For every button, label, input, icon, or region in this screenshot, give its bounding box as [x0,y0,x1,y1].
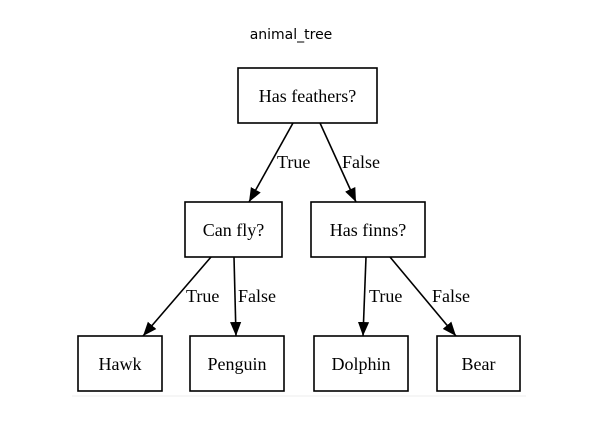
edge-label: True [277,152,310,172]
node-label: Dolphin [331,354,390,374]
edge-root-false [319,122,357,203]
diagram-title: animal_tree [250,27,333,43]
node-hawk: Hawk [77,335,163,392]
node-label: Has finns? [330,220,406,240]
node-can-fly: Can fly? [184,201,283,258]
edge-finns-false [389,256,457,337]
edge-canfly-false [230,256,242,337]
edge-label: True [186,286,219,306]
edge-canfly-true [142,256,212,337]
node-has-finns: Has finns? [310,201,426,258]
node-label: Penguin [207,354,266,374]
edge-finns-true [357,256,370,337]
node-label: Hawk [99,354,142,374]
edge-label: True [369,286,402,306]
edge-label: False [238,286,276,306]
edge-label: False [432,286,470,306]
node-bear: Bear [436,335,521,392]
node-has-feathers: Has feathers? [237,67,378,124]
edge-root-true [248,122,294,203]
edge-label: False [342,152,380,172]
node-label: Bear [462,354,496,374]
node-dolphin: Dolphin [313,335,409,392]
node-penguin: Penguin [189,335,285,392]
node-label: Has feathers? [259,86,356,106]
node-label: Can fly? [203,220,264,240]
